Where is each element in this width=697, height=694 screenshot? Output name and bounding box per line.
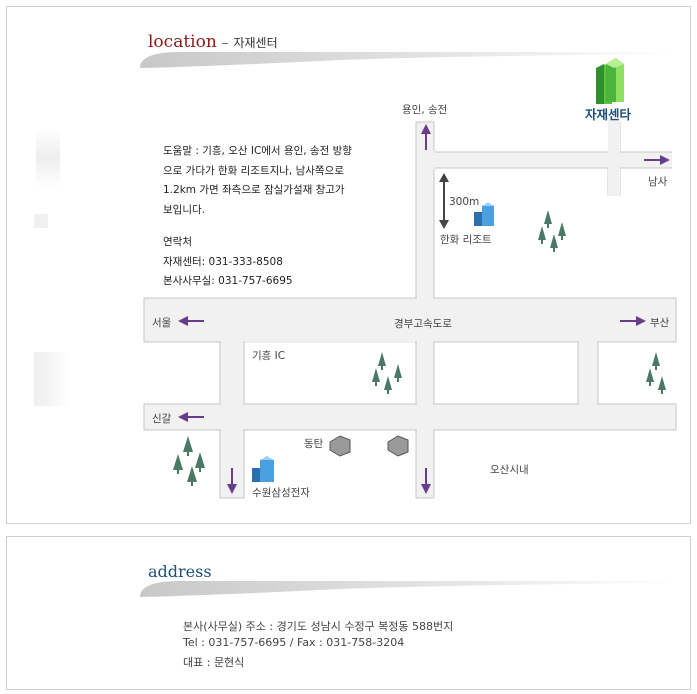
decor-block-2 <box>34 214 48 228</box>
help-line: 보입니다. <box>163 203 205 216</box>
label-giheung-ic: 기흥 IC <box>252 350 286 362</box>
tree-cluster-icons <box>173 210 666 486</box>
road-highway <box>143 297 677 343</box>
location-title: location – 자재센터 <box>148 32 278 52</box>
address-line-1: 본사(사무실) 주소 : 경기도 성남시 수정구 복정동 588번지 <box>183 620 454 633</box>
label-samsung: 수원삼성전자 <box>252 487 310 499</box>
address-title-underline <box>140 581 680 597</box>
label-distance: 300m <box>449 196 480 208</box>
address-line-2: Tel : 031-757-6695 / Fax : 031-758-3204 <box>183 636 405 649</box>
location-title-sub: 자재센터 <box>233 36 278 50</box>
label-dongtan: 동탄 <box>304 438 324 450</box>
decor-block-3 <box>34 352 70 406</box>
label-namsa: 남사 <box>648 176 668 188</box>
location-map <box>143 58 677 499</box>
location-title-separator: – <box>221 36 229 51</box>
warehouse-icon-1 <box>329 435 351 457</box>
address-panel <box>6 536 691 690</box>
label-highway: 경부고속도로 <box>394 318 452 330</box>
location-panel <box>6 6 691 524</box>
help-line: 1.2km 가면 좌측으로 잠실가설재 창고가 <box>163 184 345 196</box>
location-title-underline <box>140 52 680 68</box>
contact-office: 본사사무실: 031-757-6695 <box>163 275 293 287</box>
directions-help: 도움말 : 기흥, 오산 IC에서 용인, 송전 방향 으로 가다가 한화 리조… <box>163 142 413 292</box>
address-title-main: address <box>148 562 212 581</box>
resort-building-icon <box>474 202 494 226</box>
location-title-main: location <box>148 32 217 52</box>
label-seoul: 서울 <box>152 317 172 329</box>
address-title: address <box>148 562 212 581</box>
decor-block-1 <box>36 128 60 188</box>
label-yongin: 용인, 송전 <box>402 104 448 116</box>
label-osan: 오산시내 <box>490 464 529 476</box>
samsung-building-icon <box>252 456 274 482</box>
label-center: 자재센타 <box>585 107 632 122</box>
road-namsa <box>434 152 672 168</box>
center-building-icon <box>596 58 624 104</box>
label-resort: 한화 리조트 <box>440 234 492 246</box>
help-line: 도움말 : 기흥, 오산 IC에서 용인, 송전 방향 <box>163 145 352 157</box>
label-singal: 신갈 <box>152 413 172 425</box>
label-busan: 부산 <box>650 317 670 329</box>
address-line-3: 대표 : 문현식 <box>183 656 245 669</box>
help-line: 으로 가다가 한화 리조트지나, 남사쪽으로 <box>163 164 344 177</box>
contact-center: 자재센터: 031-333-8508 <box>163 255 283 268</box>
contact-title: 연락처 <box>163 236 192 248</box>
warehouse-icon-2 <box>387 435 409 457</box>
